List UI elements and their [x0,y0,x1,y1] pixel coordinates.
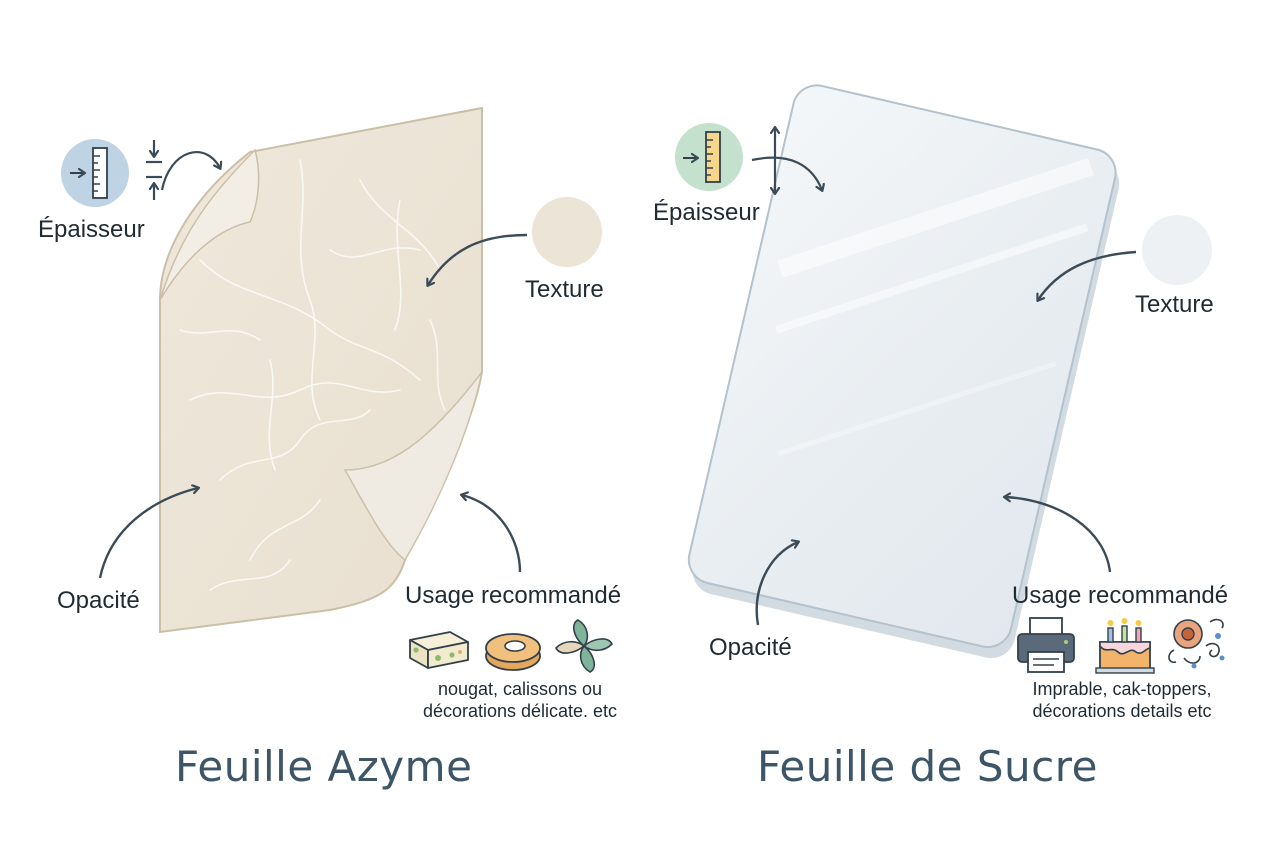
azyme-usage-line-1: nougat, calissons ou [437,679,603,699]
azyme-opacity-arrow [98,488,198,579]
sucre-usage-line-2: décorations details etc [1032,700,1212,721]
azyme-texture-arrow [428,233,528,285]
sucre-texture-swatch [1142,215,1212,285]
sucre-usage-note: Imprable, cak-toppers, décorations detai… [1002,679,1242,722]
azyme-usage-arrow [462,495,522,573]
sucre-usage-label: Usage recommandé [1012,582,1229,609]
azyme-title: Feuille Azyme [175,742,473,791]
calisson-icon [485,633,541,671]
sucre-texture-arrow [1038,250,1137,300]
azyme-usage-label: Usage recommandé [405,582,622,609]
sucre-title: Feuille de Sucre [757,742,1098,791]
azyme-texture-swatch [532,197,602,267]
sucre-usage-line-1: Imprable, cak-toppers, [1032,679,1212,699]
azyme-thickness-arrows [146,140,220,200]
sucre-texture-label: Texture [1135,291,1214,318]
azyme-opacity-label: Opacité [57,587,140,614]
nougat-icon [409,631,469,669]
sucre-thickness-icon [675,123,743,191]
birthday-cake-icon [1095,618,1155,674]
azyme-usage-line-2: décorations délicate. etc [422,700,618,721]
wafer-sheet [159,106,483,634]
printer-icon [1017,617,1075,673]
sucre-opacity-arrow [755,542,798,626]
sucre-thickness-label: Épaisseur [653,199,760,226]
azyme-thickness-label: Épaisseur [38,216,145,243]
azyme-usage-note: nougat, calissons ou décorations délicat… [395,679,645,722]
sucre-opacity-label: Opacité [709,634,792,661]
azyme-thickness-icon [61,139,129,207]
sucre-thickness-arrows [751,128,822,193]
floral-decoration-icon [1168,618,1225,669]
leaf-decoration-icon [555,619,613,673]
sucre-usage-arrow [1005,497,1112,573]
sugar-sheet [687,84,1120,659]
azyme-texture-label: Texture [525,276,604,303]
